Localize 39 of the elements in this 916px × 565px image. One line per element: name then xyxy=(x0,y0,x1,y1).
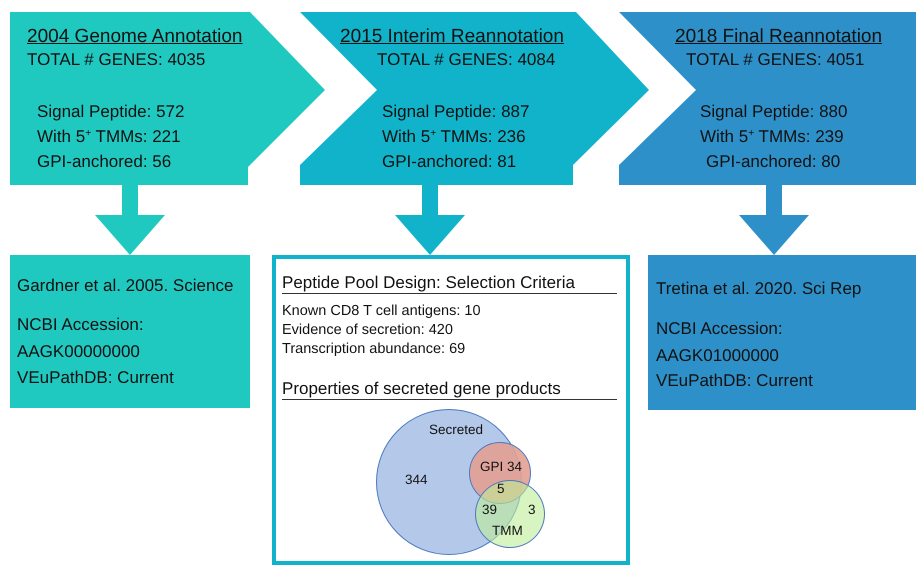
venn-label: Secreted xyxy=(429,422,484,438)
text-line: Signal Peptide: 572 xyxy=(37,102,184,122)
text-line: Transcription abundance: 69 xyxy=(282,341,466,358)
text-line: With 5$^{+}$ TMMs: 236 xyxy=(382,127,526,148)
venn-label: GPI 34 xyxy=(480,459,522,476)
reference-box xyxy=(648,255,916,410)
heading: Peptide Pool Design: Selection Criteria xyxy=(282,273,617,294)
venn-label: 3 xyxy=(528,502,536,518)
text-line: With 5$^{+}$ TMMs: 239 xyxy=(700,127,844,148)
heading: 2015 Interim Reannotation xyxy=(340,26,564,49)
text-line: TOTAL # GENES: 4035 xyxy=(27,50,206,70)
text-line: Signal Peptide: 887 xyxy=(382,102,530,122)
text-line: Evidence of secretion: 420 xyxy=(282,322,453,340)
block-arrow xyxy=(95,185,165,255)
block-arrow xyxy=(739,185,809,255)
text-line: Known CD8 T cell antigens: 10 xyxy=(282,303,481,320)
heading: 2018 Final Reannotation xyxy=(675,26,882,49)
heading: 2004 Genome Annotation xyxy=(27,26,243,49)
venn-label: 39 xyxy=(482,502,498,518)
reference-box xyxy=(10,255,250,408)
text-line: TOTAL # GENES: 4084 xyxy=(377,50,556,70)
text-line: NCBI Accession: AAGK00000000 xyxy=(17,314,145,364)
text-line: GPI-anchored: 81 xyxy=(382,152,516,172)
text-line: Signal Peptide: 880 xyxy=(700,102,848,122)
text-line: VEuPathDB: Current xyxy=(656,371,813,392)
text-line: With 5$^{+}$ TMMs: 221 xyxy=(37,127,181,148)
text-line: TOTAL # GENES: 4051 xyxy=(686,50,864,70)
text-line: Tretina et al. 2020. Sci Rep xyxy=(656,279,862,300)
text-line: NCBI Accession: AAGK01000000 xyxy=(656,318,784,368)
text-line: Properties of secreted gene products xyxy=(282,379,617,400)
text-line: VEuPathDB: Current xyxy=(17,368,174,388)
text-line: GPI-anchored: 80 xyxy=(706,152,840,172)
venn-label: 344 xyxy=(405,472,428,488)
count-label: 5 xyxy=(497,481,505,498)
criteria-panel xyxy=(272,255,630,565)
text-line: Gardner et al. 2005. Science xyxy=(17,276,234,296)
block-arrow xyxy=(395,185,465,255)
text-line: GPI-anchored: 56 xyxy=(37,152,172,172)
venn-label: TMM xyxy=(492,523,523,540)
